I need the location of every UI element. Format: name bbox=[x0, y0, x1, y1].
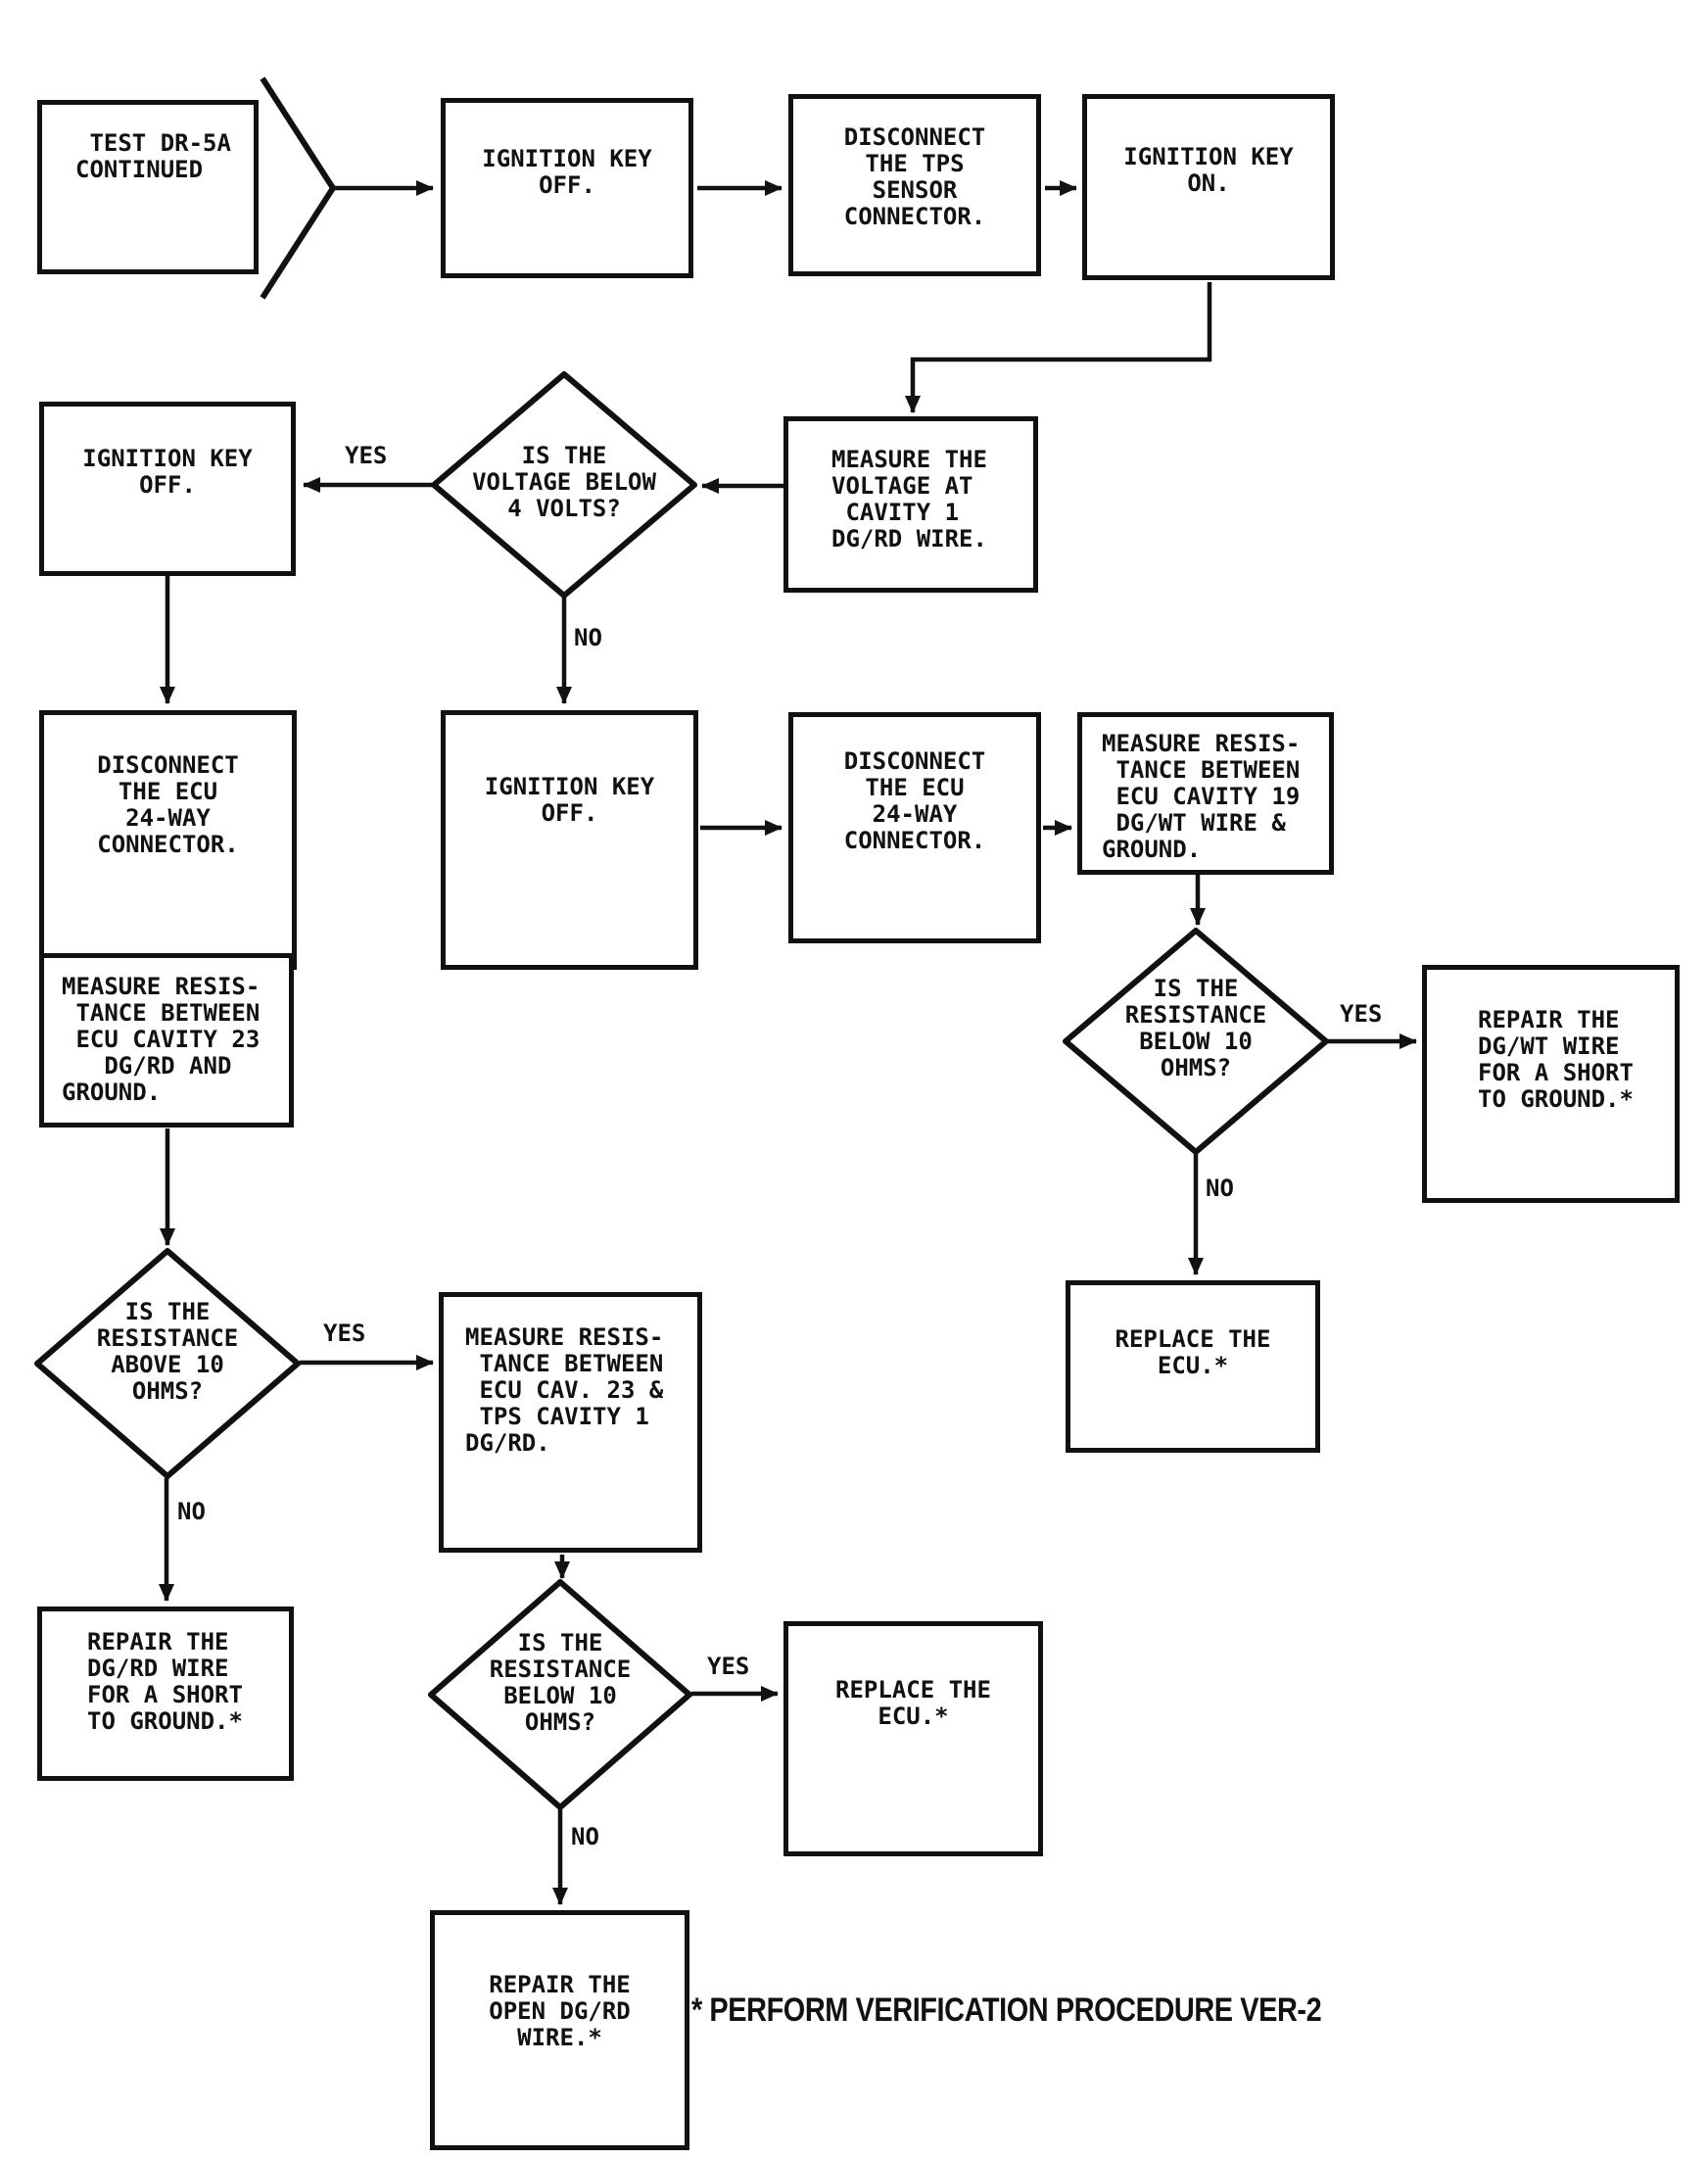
start-arrow-chevron bbox=[260, 76, 336, 300]
node-ignition-off-1-text: IGNITION KEY OFF. bbox=[482, 145, 652, 199]
node-measure-voltage: MEASURE THE VOLTAGE AT CAVITY 1 DG/RD WI… bbox=[783, 416, 1038, 593]
node-repair-dgwt-wire-text: REPAIR THE DG/WT WIRE FOR A SHORT TO GRO… bbox=[1478, 1006, 1634, 1113]
node-ignition-off-3-text: IGNITION KEY OFF. bbox=[484, 773, 655, 827]
footnote: * PERFORM VERIFICATION PROCEDURE VER-2 bbox=[691, 1991, 1322, 2029]
node-replace-ecu-mid: REPLACE THE ECU.* bbox=[783, 1621, 1043, 1856]
node-measure-resistance-cav23-tps: MEASURE RESIS- TANCE BETWEEN ECU CAV. 23… bbox=[439, 1292, 702, 1553]
node-measure-resistance-cavity23: MEASURE RESIS- TANCE BETWEEN ECU CAVITY … bbox=[39, 953, 294, 1127]
node-ignition-off-2: IGNITION KEY OFF. bbox=[39, 402, 296, 576]
node-repair-dgrd-wire-text: REPAIR THE DG/RD WIRE FOR A SHORT TO GRO… bbox=[87, 1628, 243, 1735]
node-measure-resistance-cavity19: MEASURE RESIS- TANCE BETWEEN ECU CAVITY … bbox=[1077, 712, 1334, 875]
node-measure-resistance-cavity23-text: MEASURE RESIS- TANCE BETWEEN ECU CAVITY … bbox=[62, 973, 261, 1106]
edge-label-yes-voltage: YES bbox=[345, 442, 388, 469]
node-disconnect-tps: DISCONNECT THE TPS SENSOR CONNECTOR. bbox=[788, 94, 1041, 276]
diamond-voltage-check-text: IS THE VOLTAGE BELOW 4 VOLTS? bbox=[472, 442, 656, 522]
node-ignition-off-2-text: IGNITION KEY OFF. bbox=[82, 445, 253, 499]
node-start: TEST DR-5A CONTINUED bbox=[37, 100, 259, 274]
edge-label-no-left: NO bbox=[177, 1498, 206, 1525]
edge-ignon-to-measurevolt bbox=[905, 282, 1212, 413]
node-disconnect-ecu-2: DISCONNECT THE ECU 24-WAY CONNECTOR. bbox=[788, 712, 1041, 943]
node-repair-dgrd-wire: REPAIR THE DG/RD WIRE FOR A SHORT TO GRO… bbox=[37, 1607, 294, 1781]
node-measure-resistance-cav23-tps-text: MEASURE RESIS- TANCE BETWEEN ECU CAV. 23… bbox=[465, 1323, 664, 1457]
diamond-resistance-below10-mid-text: IS THE RESISTANCE BELOW 10 OHMS? bbox=[489, 1629, 632, 1736]
node-disconnect-tps-text: DISCONNECT THE TPS SENSOR CONNECTOR. bbox=[843, 123, 986, 230]
node-replace-ecu-right: REPLACE THE ECU.* bbox=[1066, 1280, 1320, 1453]
node-repair-dgwt-wire: REPAIR THE DG/WT WIRE FOR A SHORT TO GRO… bbox=[1422, 965, 1680, 1203]
node-measure-resistance-cavity19-text: MEASURE RESIS- TANCE BETWEEN ECU CAVITY … bbox=[1102, 730, 1301, 863]
node-ignition-off-1: IGNITION KEY OFF. bbox=[441, 98, 693, 278]
node-ignition-off-3: IGNITION KEY OFF. bbox=[441, 710, 698, 970]
diamond-voltage-check bbox=[431, 371, 697, 599]
node-replace-ecu-mid-text: REPLACE THE ECU.* bbox=[835, 1676, 991, 1730]
node-repair-open-dgrd-wire-text: REPAIR THE OPEN DG/RD WIRE.* bbox=[489, 1971, 631, 2051]
edge-label-no-voltage: NO bbox=[574, 624, 602, 651]
edge-label-yes-left: YES bbox=[323, 1319, 366, 1347]
node-replace-ecu-right-text: REPLACE THE ECU.* bbox=[1115, 1325, 1271, 1379]
edge-label-no-mid: NO bbox=[571, 1823, 599, 1850]
node-disconnect-ecu-2-text: DISCONNECT THE ECU 24-WAY CONNECTOR. bbox=[843, 747, 986, 854]
diamond-resistance-above10-left bbox=[34, 1248, 301, 1479]
diamond-resistance-below10-mid bbox=[428, 1579, 692, 1810]
node-start-text: TEST DR-5A CONTINUED bbox=[75, 129, 231, 183]
node-ignition-on: IGNITION KEY ON. bbox=[1082, 94, 1335, 280]
diamond-resistance-below10-right bbox=[1063, 928, 1329, 1155]
node-repair-open-dgrd-wire: REPAIR THE OPEN DG/RD WIRE.* bbox=[430, 1910, 689, 2150]
diamond-resistance-above10-left-text: IS THE RESISTANCE ABOVE 10 OHMS? bbox=[96, 1298, 239, 1405]
node-measure-voltage-text: MEASURE THE VOLTAGE AT CAVITY 1 DG/RD WI… bbox=[831, 446, 987, 552]
node-disconnect-ecu-1: DISCONNECT THE ECU 24-WAY CONNECTOR. bbox=[39, 710, 297, 970]
diamond-resistance-below10-right-text: IS THE RESISTANCE BELOW 10 OHMS? bbox=[1124, 975, 1267, 1081]
edge-label-yes-mid: YES bbox=[707, 1653, 750, 1680]
node-disconnect-ecu-1-text: DISCONNECT THE ECU 24-WAY CONNECTOR. bbox=[97, 751, 239, 858]
node-ignition-on-text: IGNITION KEY ON. bbox=[1123, 143, 1294, 197]
edge-label-no-right: NO bbox=[1206, 1175, 1234, 1202]
edge-label-yes-right: YES bbox=[1340, 1000, 1383, 1028]
